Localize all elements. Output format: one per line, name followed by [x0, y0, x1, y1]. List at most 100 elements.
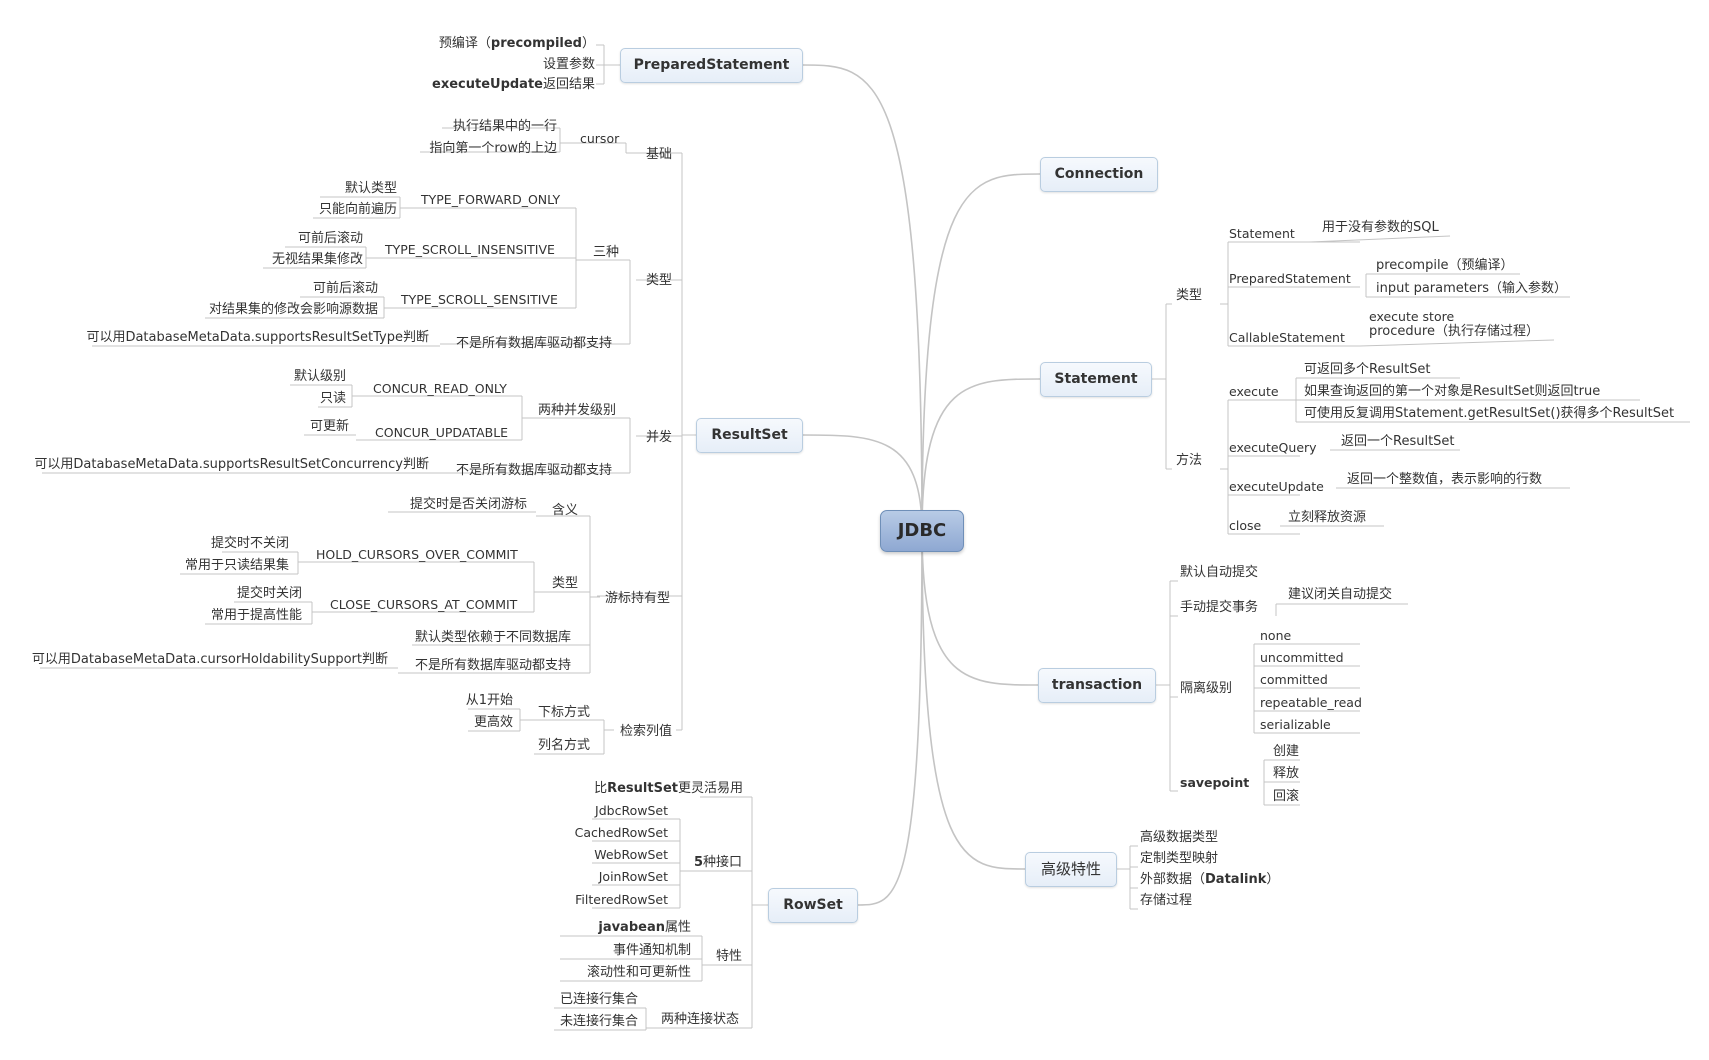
rs-scroll-insensitive: TYPE_SCROLL_INSENSITIVE	[385, 242, 555, 257]
connector	[921, 530, 1039, 686]
rs-forward-only-item-1: 默认类型	[344, 181, 397, 196]
rs-close-at-commit-item-1: 提交时关闭	[236, 586, 302, 601]
rs-read-only-item-2: 只读	[319, 391, 346, 406]
rs-retrieve-name: 列名方式	[538, 738, 591, 753]
rs-hold-not-all: 不是所有数据库驱动都支持	[415, 658, 572, 673]
rs-hold-meaning: 含义	[552, 503, 579, 518]
rowset-conn-state-2: 未连接行集合	[559, 1014, 638, 1029]
rowset-interface-web: WebRowSet	[594, 847, 668, 862]
adv-type-mapping: 定制类型映射	[1140, 851, 1219, 866]
rs-scroll-sensitive-item-2: 对结果集的修改会影响源数据	[208, 302, 378, 317]
topic-preparedstatement[interactable]: PreparedStatement	[620, 48, 803, 83]
tx-isolation: 隔离级别	[1180, 681, 1233, 696]
tx-savepoint-create: 创建	[1273, 744, 1300, 759]
rowset-five-interfaces: 5种接口	[694, 855, 743, 870]
rs-two-levels: 两种并发级别	[538, 403, 617, 418]
connector	[857, 530, 923, 906]
rs-holdability: 游标持有型	[605, 591, 671, 606]
root-topic-jdbc[interactable]: JDBC	[880, 510, 964, 552]
connector	[921, 530, 1026, 870]
rowset-feature-events: 事件通知机制	[612, 943, 691, 958]
rs-retrieve-index-item-1: 从1开始	[465, 693, 513, 708]
rs-cursor-item-1: 执行结果中的一行	[452, 119, 557, 134]
rs-retrieve-index-item-2: 更高效	[473, 715, 513, 730]
tx-auto-commit: 默认自动提交	[1180, 565, 1259, 580]
rs-types-not-all-item: 可以用DatabaseMetaData.supportsResultSetTyp…	[86, 330, 429, 345]
rs-cursor: cursor	[580, 131, 620, 146]
st-execute-item-1: 可返回多个ResultSet	[1304, 362, 1431, 377]
rs-concurrency-not-all: 不是所有数据库驱动都支持	[456, 463, 613, 478]
rs-three-types: 三种	[593, 245, 620, 260]
rs-concurrency-not-all-item: 可以用DatabaseMetaData.supportsResultSetCon…	[34, 457, 429, 472]
rs-hold-over-commit-item-1: 提交时不关闭	[210, 536, 289, 551]
topic-rowset[interactable]: RowSet	[768, 888, 858, 923]
st-type-callable: CallableStatement	[1229, 330, 1345, 345]
topic-resultset[interactable]: ResultSet	[696, 418, 803, 453]
connector	[921, 378, 1041, 532]
rowset-interface-join: JoinRowSet	[598, 869, 668, 884]
tx-isolation-uncommitted: uncommitted	[1260, 650, 1344, 665]
st-type-statement: Statement	[1229, 226, 1295, 241]
st-execute-item-2: 如果查询返回的第一个对象是ResultSet则返回true	[1304, 384, 1601, 399]
st-type-prepared-item-2: input parameters（输入参数）	[1376, 281, 1567, 296]
rowset-interface-filtered: FilteredRowSet	[575, 892, 668, 907]
connector	[921, 173, 1041, 532]
rs-scroll-sensitive: TYPE_SCROLL_SENSITIVE	[401, 292, 558, 307]
rs-basic: 基础	[646, 147, 673, 162]
tx-isolation-none: none	[1260, 628, 1292, 643]
rs-hold-types: 类型	[552, 576, 579, 591]
st-type-prepared-item-1: precompile（预编译）	[1376, 258, 1514, 273]
rowset-conn-state-1: 已连接行集合	[559, 992, 638, 1007]
st-close-item: 立刻释放资源	[1288, 510, 1367, 525]
rs-forward-only-item-2: 只能向前遍历	[318, 202, 397, 217]
st-method-execute-query: executeQuery	[1229, 440, 1317, 455]
connector	[802, 64, 923, 532]
tx-isolation-committed: committed	[1260, 672, 1328, 687]
st-type-callable-item-1: execute store	[1369, 309, 1455, 324]
rs-hold-over-commit-item-2: 常用于只读结果集	[184, 558, 289, 573]
connector	[802, 434, 923, 532]
st-type-callable-item-2: procedure（执行存储过程）	[1369, 324, 1539, 339]
rs-concur-read-only: CONCUR_READ_ONLY	[373, 381, 507, 396]
rs-read-only-item-1: 默认级别	[293, 369, 346, 384]
topic-statement[interactable]: Statement	[1040, 362, 1152, 397]
tx-manual-item: 建议闭关自动提交	[1288, 587, 1393, 602]
topic-connection[interactable]: Connection	[1040, 157, 1158, 192]
rs-types-not-all: 不是所有数据库驱动都支持	[456, 336, 613, 351]
adv-data-types: 高级数据类型	[1140, 830, 1219, 845]
st-method-execute: execute	[1229, 384, 1279, 399]
connector	[1359, 339, 1555, 347]
rs-retrieve: 检索列值	[620, 724, 673, 739]
tx-isolation-serializable: serializable	[1260, 717, 1331, 732]
rs-hold-meaning-item: 提交时是否关闭游标	[409, 497, 527, 512]
rs-hold-over-commit: HOLD_CURSORS_OVER_COMMIT	[316, 547, 518, 562]
rs-cursor-item-2: 指向第一个row的上边	[429, 141, 557, 156]
rs-scroll-insensitive-item-2: 无视结果集修改	[271, 252, 363, 267]
topic-transaction[interactable]: transaction	[1038, 668, 1156, 703]
rs-types: 类型	[646, 273, 673, 288]
adv-stored-procedures: 存储过程	[1140, 893, 1193, 908]
rs-close-at-commit-item-2: 常用于提高性能	[210, 608, 302, 623]
rowset-more-flexible: 比ResultSet更灵活易用	[594, 781, 743, 796]
rs-hold-default-note: 默认类型依赖于不同数据库	[415, 630, 572, 645]
ps-execute-update: executeUpdate返回结果	[432, 77, 595, 92]
rowset-interface-jdbc: JdbcRowSet	[595, 803, 668, 818]
rs-forward-only: TYPE_FORWARD_ONLY	[421, 192, 561, 207]
adv-datalink: 外部数据（Datalink）	[1140, 872, 1280, 887]
connector	[1309, 235, 1451, 243]
topic-advanced-features[interactable]: 高级特性	[1025, 852, 1117, 887]
tx-savepoint-rollback: 回滚	[1273, 789, 1300, 804]
rowset-interface-cached: CachedRowSet	[574, 825, 668, 840]
tx-isolation-repeatable-read: repeatable_read	[1260, 695, 1362, 710]
rowset-features: 特性	[716, 949, 743, 964]
ps-set-params: 设置参数	[542, 57, 595, 72]
st-type-statement-item: 用于没有参数的SQL	[1322, 220, 1439, 235]
st-type-prepared: PreparedStatement	[1229, 271, 1351, 286]
rs-concurrency: 并发	[646, 430, 673, 445]
tx-savepoint: savepoint	[1180, 775, 1250, 790]
st-methods: 方法	[1176, 453, 1203, 468]
rs-hold-not-all-item: 可以用DatabaseMetaData.cursorHoldabilitySup…	[31, 652, 388, 667]
rs-scroll-insensitive-item-1: 可前后滚动	[297, 231, 363, 246]
